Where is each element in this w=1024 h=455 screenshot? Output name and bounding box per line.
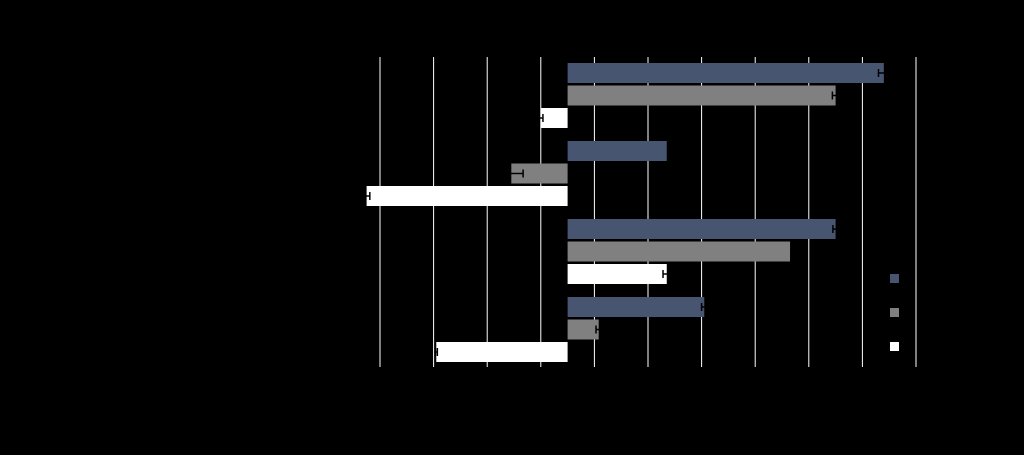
bar-group3-series3 bbox=[567, 264, 667, 284]
tick-label-2: -15 bbox=[479, 374, 497, 388]
bar-group3-series1 bbox=[567, 219, 836, 239]
tick-label-7: 35 bbox=[749, 374, 763, 388]
bar-group3-series2 bbox=[567, 241, 791, 262]
legend-swatch-2 bbox=[890, 308, 899, 317]
x-axis-ticks: -35 -25 -15 -5 5 15 25 35 45 55 65 bbox=[371, 374, 923, 388]
bar-group2-series3 bbox=[366, 186, 568, 206]
bar-group1-series3 bbox=[540, 108, 568, 128]
tick-label-6: 25 bbox=[695, 374, 709, 388]
tick-label-3: -5 bbox=[535, 374, 546, 388]
tick-label-1: -25 bbox=[425, 374, 443, 388]
bar-group2-series2 bbox=[511, 163, 568, 184]
tick-label-4: 5 bbox=[591, 374, 598, 388]
legend-swatch-3 bbox=[890, 342, 899, 351]
tick-label-9: 55 bbox=[856, 374, 870, 388]
tick-label-8: 45 bbox=[802, 374, 816, 388]
tick-label-0: -35 bbox=[371, 374, 389, 388]
bar-group4-series1 bbox=[567, 297, 705, 317]
tick-label-10: 65 bbox=[909, 374, 923, 388]
bar-group4-series3 bbox=[436, 342, 568, 362]
legend bbox=[890, 274, 899, 351]
bars bbox=[366, 63, 884, 362]
legend-swatch-1 bbox=[890, 274, 899, 283]
bar-group2-series1 bbox=[567, 141, 667, 161]
bar-group4-series2 bbox=[567, 319, 599, 340]
error-bars bbox=[362, 69, 890, 356]
bar-group1-series2 bbox=[567, 85, 836, 106]
tick-label-5: 15 bbox=[641, 374, 655, 388]
bar-group1-series1 bbox=[567, 63, 884, 83]
grid-lines bbox=[379, 57, 917, 367]
